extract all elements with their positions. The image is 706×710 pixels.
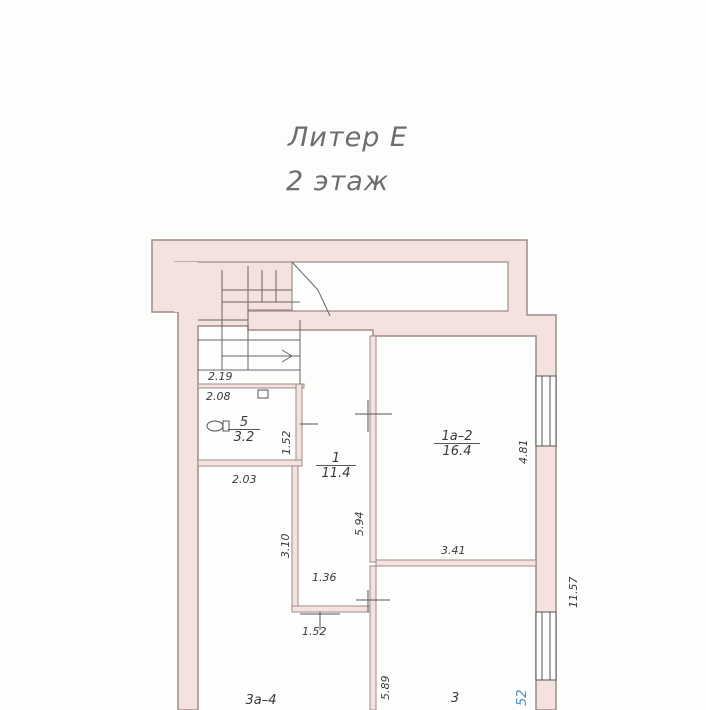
dim-5-94: 5.94: [353, 511, 366, 537]
dim-2-19: 2.19: [208, 370, 233, 383]
room-area: 16.4: [434, 443, 480, 458]
title-line1: Литер Е: [288, 122, 408, 153]
room-area: 3.2: [228, 429, 260, 444]
room-5: 5 3.2: [228, 416, 260, 444]
dim-3-10: 3.10: [279, 533, 292, 559]
dim-11-57: 11.57: [567, 576, 580, 609]
dim-3-41: 3.41: [441, 544, 466, 557]
room-3a-4: 3а–4: [238, 694, 284, 707]
room-number: 1а–2: [441, 429, 473, 444]
dim-1-52-vertical: 1.52: [280, 430, 293, 456]
dim-1-52: 1.52: [302, 625, 327, 638]
room-number: 5: [239, 415, 249, 430]
sink-icon: [257, 389, 269, 399]
dim-2-08: 2.08: [206, 390, 231, 403]
room-1a-2: 1а–2 16.4: [434, 430, 480, 458]
toilet-icon: [206, 420, 230, 432]
room-number: 3: [450, 691, 460, 706]
title-line2: 2 этаж: [286, 166, 390, 197]
wall-outline: [151, 239, 557, 710]
window-right-lower: [535, 611, 557, 681]
staircase: [198, 261, 331, 384]
dim-1-36: 1.36: [312, 571, 337, 584]
window-right-upper: [535, 375, 557, 447]
door-marks: [300, 400, 392, 630]
dim-4-81: 4.81: [517, 439, 530, 465]
dim-2-03: 2.03: [232, 473, 257, 486]
dim-52-partial: 52: [515, 689, 530, 706]
room-number: 1: [331, 451, 341, 466]
room-area: 11.4: [316, 465, 356, 480]
dim-5-89: 5.89: [379, 675, 392, 701]
room-3: 3: [440, 692, 470, 705]
room-1: 1 11.4: [316, 452, 356, 480]
room-number: 3а–4: [245, 693, 277, 708]
